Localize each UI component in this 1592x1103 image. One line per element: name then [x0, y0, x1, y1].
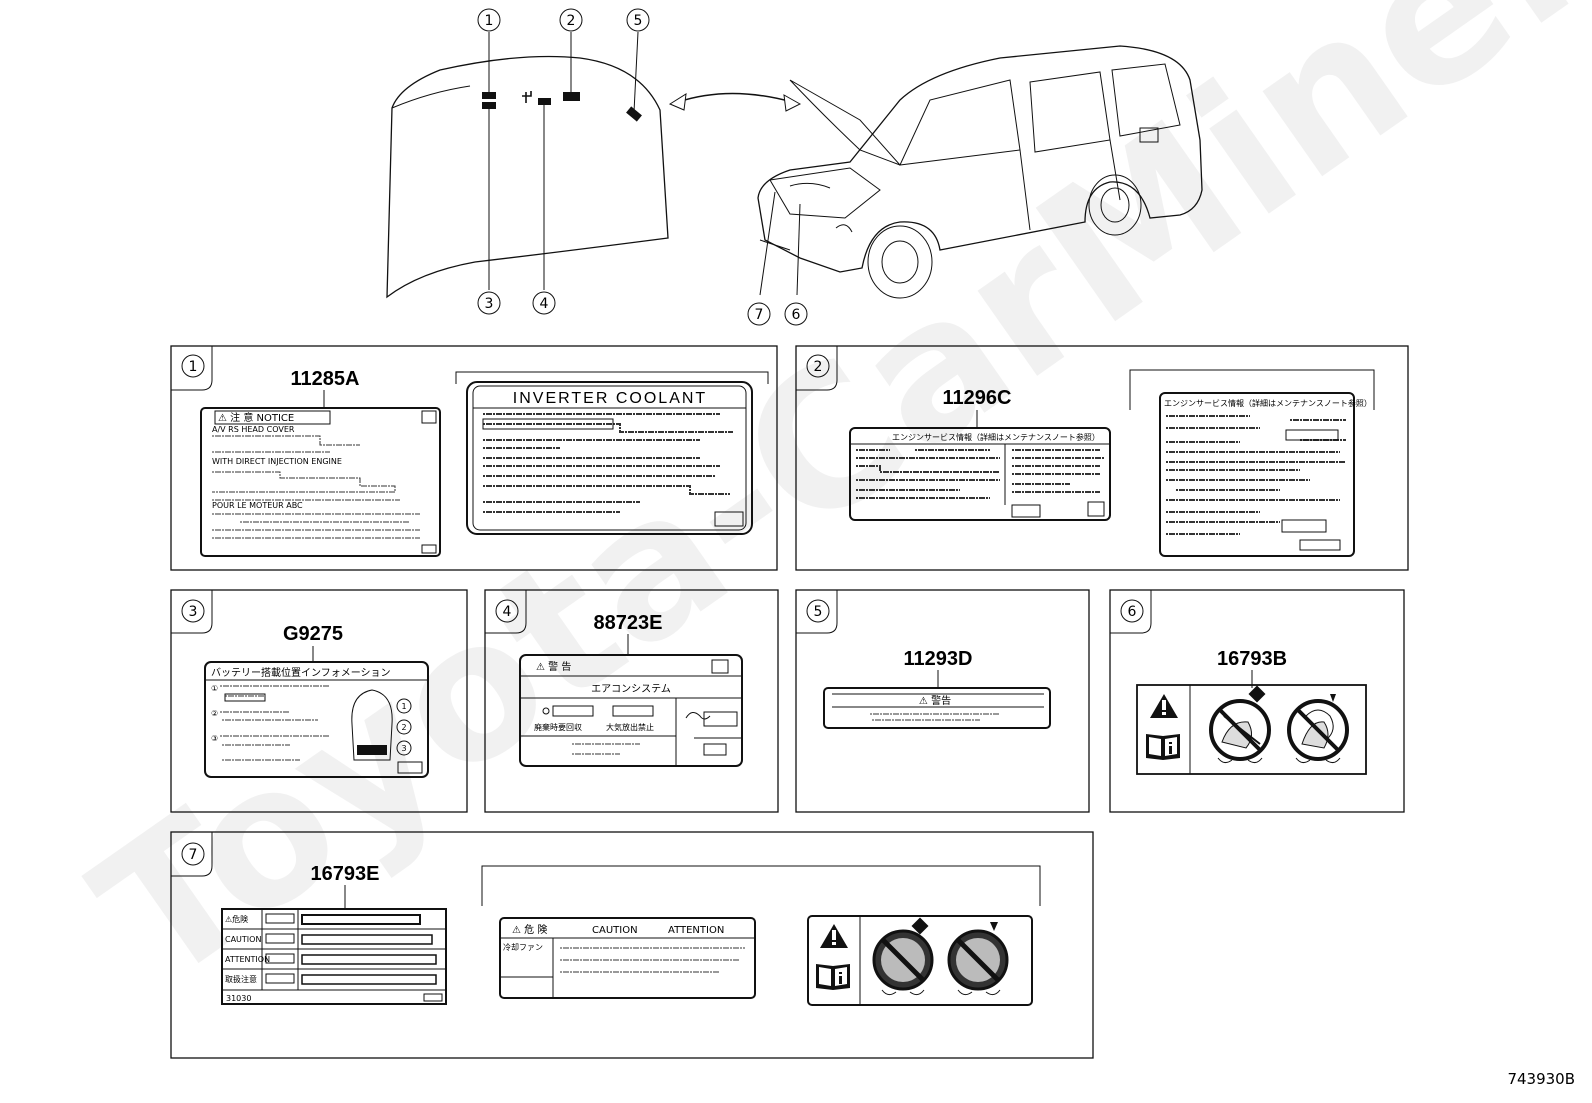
manual-info-icon — [816, 964, 850, 990]
svg-text:取扱注意: 取扱注意 — [225, 974, 257, 984]
svg-text:1: 1 — [189, 359, 198, 375]
ac-system-warning-label: ⚠ 警 告 エアコンシステム 廃棄時要回収 大気放出禁止 — [519, 654, 743, 767]
panel-2: 2 11296C エンジンサービス情報（詳細はメンテナンスノート参照） エンジン… — [795, 345, 1409, 571]
part-number-11296C: 11296C — [943, 387, 1012, 409]
caution-table-label: ⚠危険 CAUTION ATTENTION 取扱注意 31030 — [221, 908, 447, 1005]
svg-text:冷却ファン: 冷却ファン — [503, 942, 543, 952]
callout-1-top: 1 — [477, 8, 501, 32]
svg-text:4: 4 — [503, 604, 512, 620]
part-number-16793E: 16793E — [311, 863, 380, 885]
svg-text:3: 3 — [189, 604, 198, 620]
part-number-G9275: G9275 — [283, 623, 343, 645]
svg-text:6: 6 — [1128, 604, 1137, 620]
engine-service-label-small: エンジンサービス情報（詳細はメンテナンスノート参照） — [849, 427, 1111, 521]
panel-4: 4 88723E ⚠ 警 告 エアコンシステム 廃棄時要回収 大気放出禁止 — [484, 589, 779, 813]
svg-text:3: 3 — [485, 296, 494, 312]
svg-text:大気放出禁止: 大気放出禁止 — [606, 722, 654, 732]
cooling-fan-caution-label: ⚠ 危 険 CAUTION ATTENTION 冷却ファン — [499, 917, 756, 999]
callout-2-top: 2 — [559, 8, 583, 32]
svg-text:⚠ 危 険: ⚠ 危 険 — [512, 924, 547, 936]
callout-6-top: 6 — [784, 302, 808, 326]
svg-text:①: ① — [211, 684, 218, 693]
svg-text:2: 2 — [401, 723, 406, 732]
no-hand-near-belt-icon — [1287, 694, 1349, 764]
part-number-11285A: 11285A — [291, 368, 360, 390]
watermark: Toyota-CarMine.ru — [59, 0, 1592, 1027]
svg-text:1: 1 — [401, 702, 406, 711]
svg-text:5: 5 — [814, 604, 823, 620]
hood-drawing — [386, 31, 669, 299]
svg-text:⚠ 警告: ⚠ 警告 — [919, 694, 951, 707]
svg-text:2: 2 — [567, 13, 576, 29]
panel-5: 5 11293D ⚠ 警告 — [795, 589, 1090, 813]
part-number-16793B: 16793B — [1217, 648, 1287, 670]
svg-text:CAUTION: CAUTION — [592, 925, 638, 936]
svg-text:エアコンシステム: エアコンシステム — [591, 683, 671, 695]
engine-warning-label: ⚠ 警告 — [823, 687, 1051, 729]
svg-text:③: ③ — [211, 734, 218, 743]
svg-text:2: 2 — [814, 359, 823, 375]
warning-triangle-icon — [820, 924, 848, 948]
svg-text:7: 7 — [755, 307, 764, 323]
svg-text:4: 4 — [540, 296, 549, 312]
svg-text:エンジンサービス情報（詳細はメンテナンスノート参照）: エンジンサービス情報（詳細はメンテナンスノート参照） — [1164, 398, 1372, 408]
svg-text:⚠ 注 意 NOTICE: ⚠ 注 意 NOTICE — [218, 411, 294, 424]
svg-text:31030: 31030 — [226, 994, 251, 1003]
panel-1: 1 11285A ⚠ 注 意 NOTICE A/V RS HEAD COVER … — [170, 345, 778, 571]
svg-text:⚠ 警 告: ⚠ 警 告 — [536, 660, 571, 673]
svg-text:5: 5 — [634, 13, 643, 29]
callout-7-top: 7 — [747, 302, 771, 326]
panel-7: 7 16793E ⚠危険 CAUTION ATTENTION 取扱注意 3103… — [170, 831, 1094, 1059]
svg-text:A/V RS HEAD COVER: A/V RS HEAD COVER — [212, 425, 295, 434]
engine-service-label-large: エンジンサービス情報（詳細はメンテナンスノート参照） — [1159, 392, 1372, 557]
car-topview-icon — [351, 689, 393, 761]
svg-text:廃棄時要回収: 廃棄時要回収 — [534, 722, 582, 732]
svg-text:7: 7 — [189, 847, 198, 863]
svg-text:6: 6 — [792, 307, 801, 323]
vehicle-drawing — [757, 45, 1203, 299]
svg-text:⚠危険: ⚠危険 — [225, 914, 248, 924]
svg-text:②: ② — [211, 709, 218, 718]
callout-5-top: 5 — [626, 8, 650, 32]
svg-text:エンジンサービス情報（詳細はメンテナンスノート参照）: エンジンサービス情報（詳細はメンテナンスノート参照） — [892, 432, 1100, 442]
svg-text:WITH DIRECT INJECTION ENGINE: WITH DIRECT INJECTION ENGINE — [212, 457, 342, 466]
svg-text:ATTENTION: ATTENTION — [225, 955, 270, 964]
part-number-11293D: 11293D — [904, 648, 973, 670]
part-number-88723E: 88723E — [594, 612, 663, 634]
manual-info-icon — [1146, 734, 1180, 760]
svg-text:3: 3 — [401, 744, 406, 753]
fan-warning-label — [1136, 684, 1367, 775]
battery-location-label: バッテリー搭載位置インフォメーション ① ② ③ 1 2 3 — [204, 661, 429, 778]
notice-label: ⚠ 注 意 NOTICE A/V RS HEAD COVER WITH DIRE… — [200, 407, 441, 557]
no-hand-near-fan-icon — [1209, 685, 1271, 764]
callout-3-top: 3 — [477, 291, 501, 315]
svg-text:バッテリー搭載位置インフォメーション: バッテリー搭載位置インフォメーション — [211, 666, 391, 679]
no-hand-near-fan-icon — [872, 917, 934, 996]
fan-warning-label-large — [807, 915, 1033, 1006]
panel-3: 3 G9275 バッテリー搭載位置インフォメーション ① ② ③ 1 2 3 — [170, 589, 468, 813]
callout-4-top: 4 — [532, 291, 556, 315]
no-hand-near-belt-icon — [947, 922, 1009, 996]
inverter-coolant-label: INVERTER COOLANT — [466, 381, 753, 535]
double-arrow-icon — [668, 92, 802, 112]
warning-triangle-icon — [1150, 694, 1178, 718]
panel-6: 6 16793B — [1109, 589, 1405, 813]
diagram-id: 743930B — [1507, 1070, 1575, 1088]
svg-text:CAUTION: CAUTION — [225, 935, 261, 944]
svg-text:POUR LE MOTEUR ABC: POUR LE MOTEUR ABC — [212, 501, 303, 510]
svg-text:INVERTER COOLANT: INVERTER COOLANT — [513, 390, 707, 407]
svg-text:ATTENTION: ATTENTION — [668, 925, 724, 936]
svg-text:1: 1 — [485, 13, 494, 29]
